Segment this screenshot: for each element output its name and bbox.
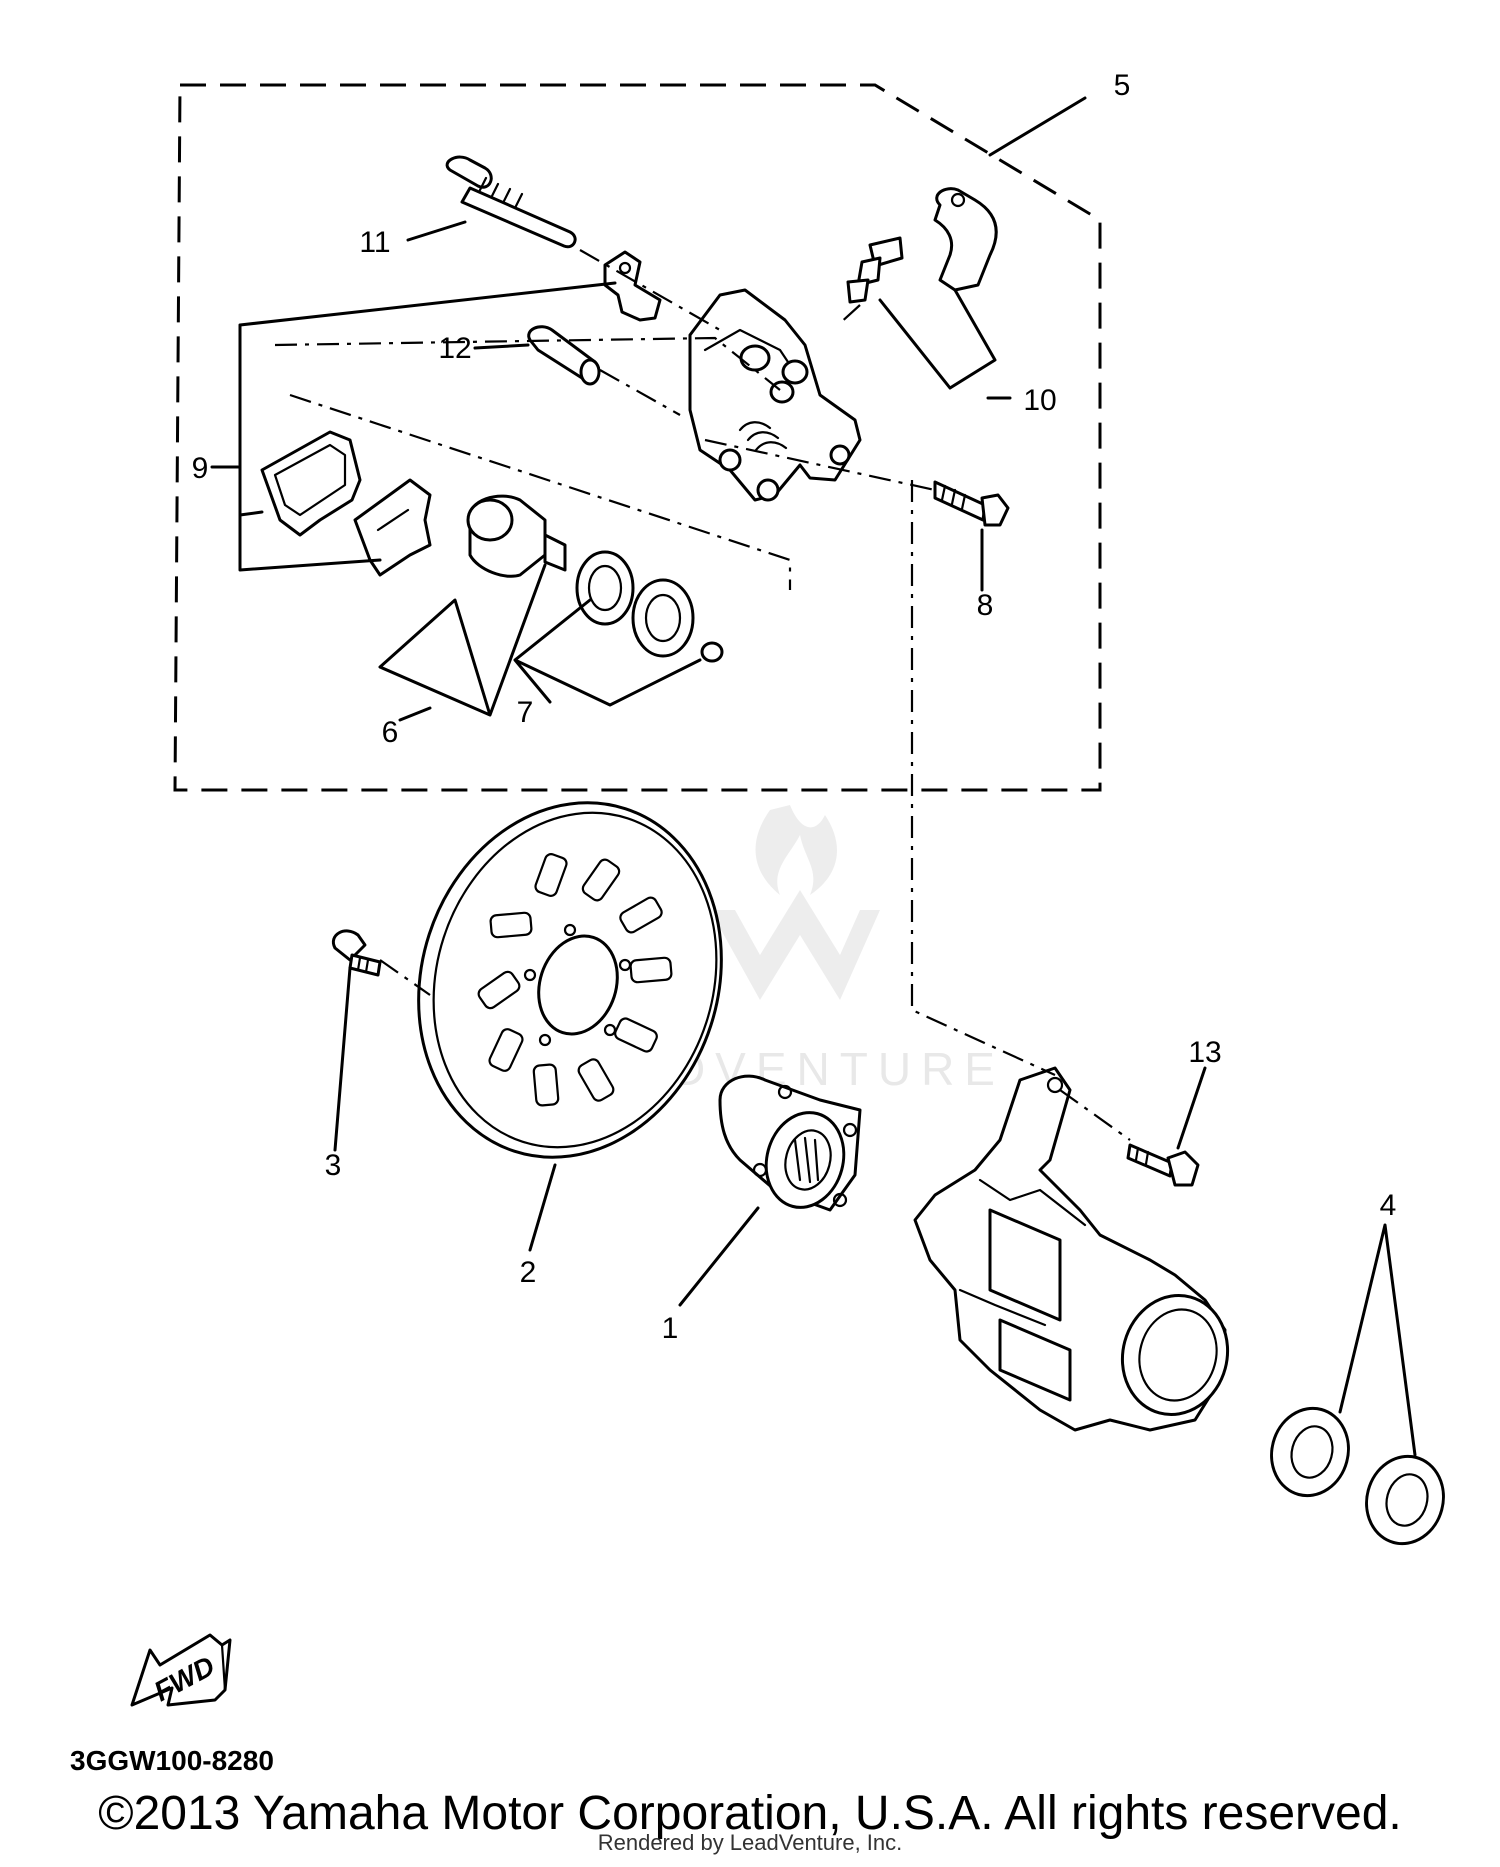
assembly-centerlines [274, 249, 1131, 1141]
callout-13: 13 [1188, 1036, 1221, 1069]
copyright-notice: ©2013 Yamaha Motor Corporation, U.S.A. A… [98, 1787, 1402, 1840]
diagram-part-code: 3GGW100-8280 [70, 1745, 274, 1776]
fwd-direction-arrow: FWD [130, 1633, 232, 1707]
callout-10: 10 [1023, 384, 1056, 417]
part-11-pin-bolt [445, 155, 577, 249]
callout-2: 2 [520, 1256, 537, 1289]
rendered-by-note: Rendered by LeadVenture, Inc. [597, 1830, 903, 1855]
callout-12: 12 [438, 332, 471, 365]
caliper-bracket-housing [913, 1066, 1230, 1432]
caliper-assembly-boundary [173, 83, 1102, 792]
part-12-sleeve [527, 325, 601, 386]
callout-numbers: 5 11 12 10 9 8 6 7 3 2 1 13 4 [192, 69, 1397, 1345]
part-8-caliper-bolt [933, 480, 1010, 527]
part-13-bracket-bolt [1126, 1143, 1200, 1187]
part-10-bleed-screw-set [846, 187, 998, 304]
callout-4: 4 [1380, 1189, 1397, 1222]
part-2-brake-disc [417, 801, 723, 1159]
callout-6: 6 [382, 716, 399, 749]
callout-1: 1 [662, 1312, 679, 1345]
callout-7: 7 [517, 696, 534, 729]
callout-8: 8 [977, 589, 994, 622]
leader-lines [210, 96, 1417, 1457]
part-7-caliper-seal-kit [575, 550, 724, 663]
callout-11: 11 [359, 226, 390, 259]
callout-5: 5 [1114, 69, 1131, 102]
part-4-lock-nuts [1270, 1406, 1445, 1546]
part-9-brake-pads [260, 430, 432, 577]
pad-retainer-clip [603, 250, 662, 322]
callout-3: 3 [325, 1149, 342, 1182]
part-1-disc-hub [718, 1074, 862, 1212]
callout-9: 9 [192, 452, 209, 485]
part-3-disc-bolt [331, 929, 382, 977]
part-6-caliper-piston [466, 494, 567, 578]
